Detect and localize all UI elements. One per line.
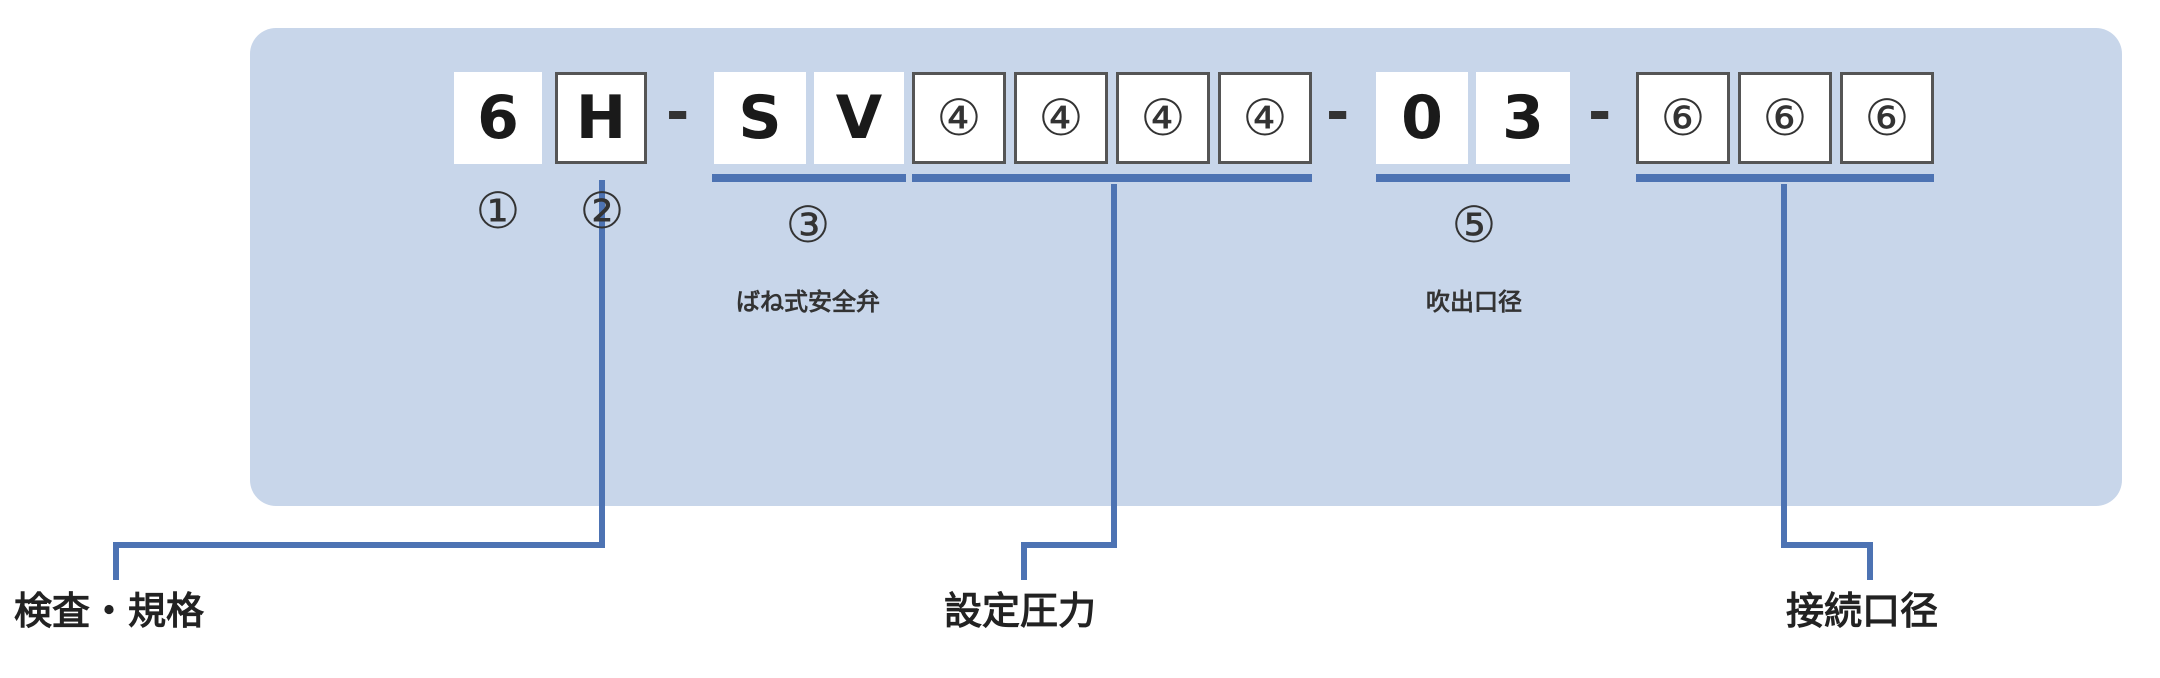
label-num-3: ③ <box>785 196 831 254</box>
label-spring-safety-valve: ばね式安全弁 <box>736 288 880 316</box>
leader-line-pressure <box>1021 184 1117 580</box>
leader-line-connection <box>1781 184 1873 580</box>
label-outlet-diameter: 吹出口径 <box>1426 288 1522 316</box>
code-char-5: 0 <box>1376 72 1468 164</box>
code-dash-1: - <box>666 80 690 145</box>
code-char-1: 6 <box>454 72 542 164</box>
pressure-digit-3: ④ <box>1116 72 1210 164</box>
code-char-3: S <box>714 72 806 164</box>
connection-digit-3: ⑥ <box>1840 72 1934 164</box>
pressure-digit-2: ④ <box>1014 72 1108 164</box>
code-dash-3: - <box>1588 80 1612 145</box>
caption-inspection-standard: 検査・規格 <box>14 589 205 633</box>
underline-outlet <box>1376 174 1570 182</box>
label-num-5: ⑤ <box>1451 196 1497 254</box>
underline-pressure <box>912 174 1312 182</box>
label-num-2: ② <box>579 182 625 240</box>
pressure-digit-4: ④ <box>1218 72 1312 164</box>
leader-line-inspection <box>113 180 605 580</box>
underline-type <box>712 174 906 182</box>
code-char-6: 3 <box>1476 72 1570 164</box>
code-char-2: H <box>555 72 647 164</box>
caption-connection-diameter: 接続口径 <box>1786 589 1939 633</box>
code-dash-2: - <box>1326 80 1350 145</box>
pressure-digit-1: ④ <box>912 72 1006 164</box>
label-num-1: ① <box>475 182 521 240</box>
caption-set-pressure: 設定圧力 <box>944 589 1097 633</box>
underline-connection <box>1636 174 1934 182</box>
connection-digit-2: ⑥ <box>1738 72 1832 164</box>
code-char-4: V <box>814 72 904 164</box>
connection-digit-1: ⑥ <box>1636 72 1730 164</box>
